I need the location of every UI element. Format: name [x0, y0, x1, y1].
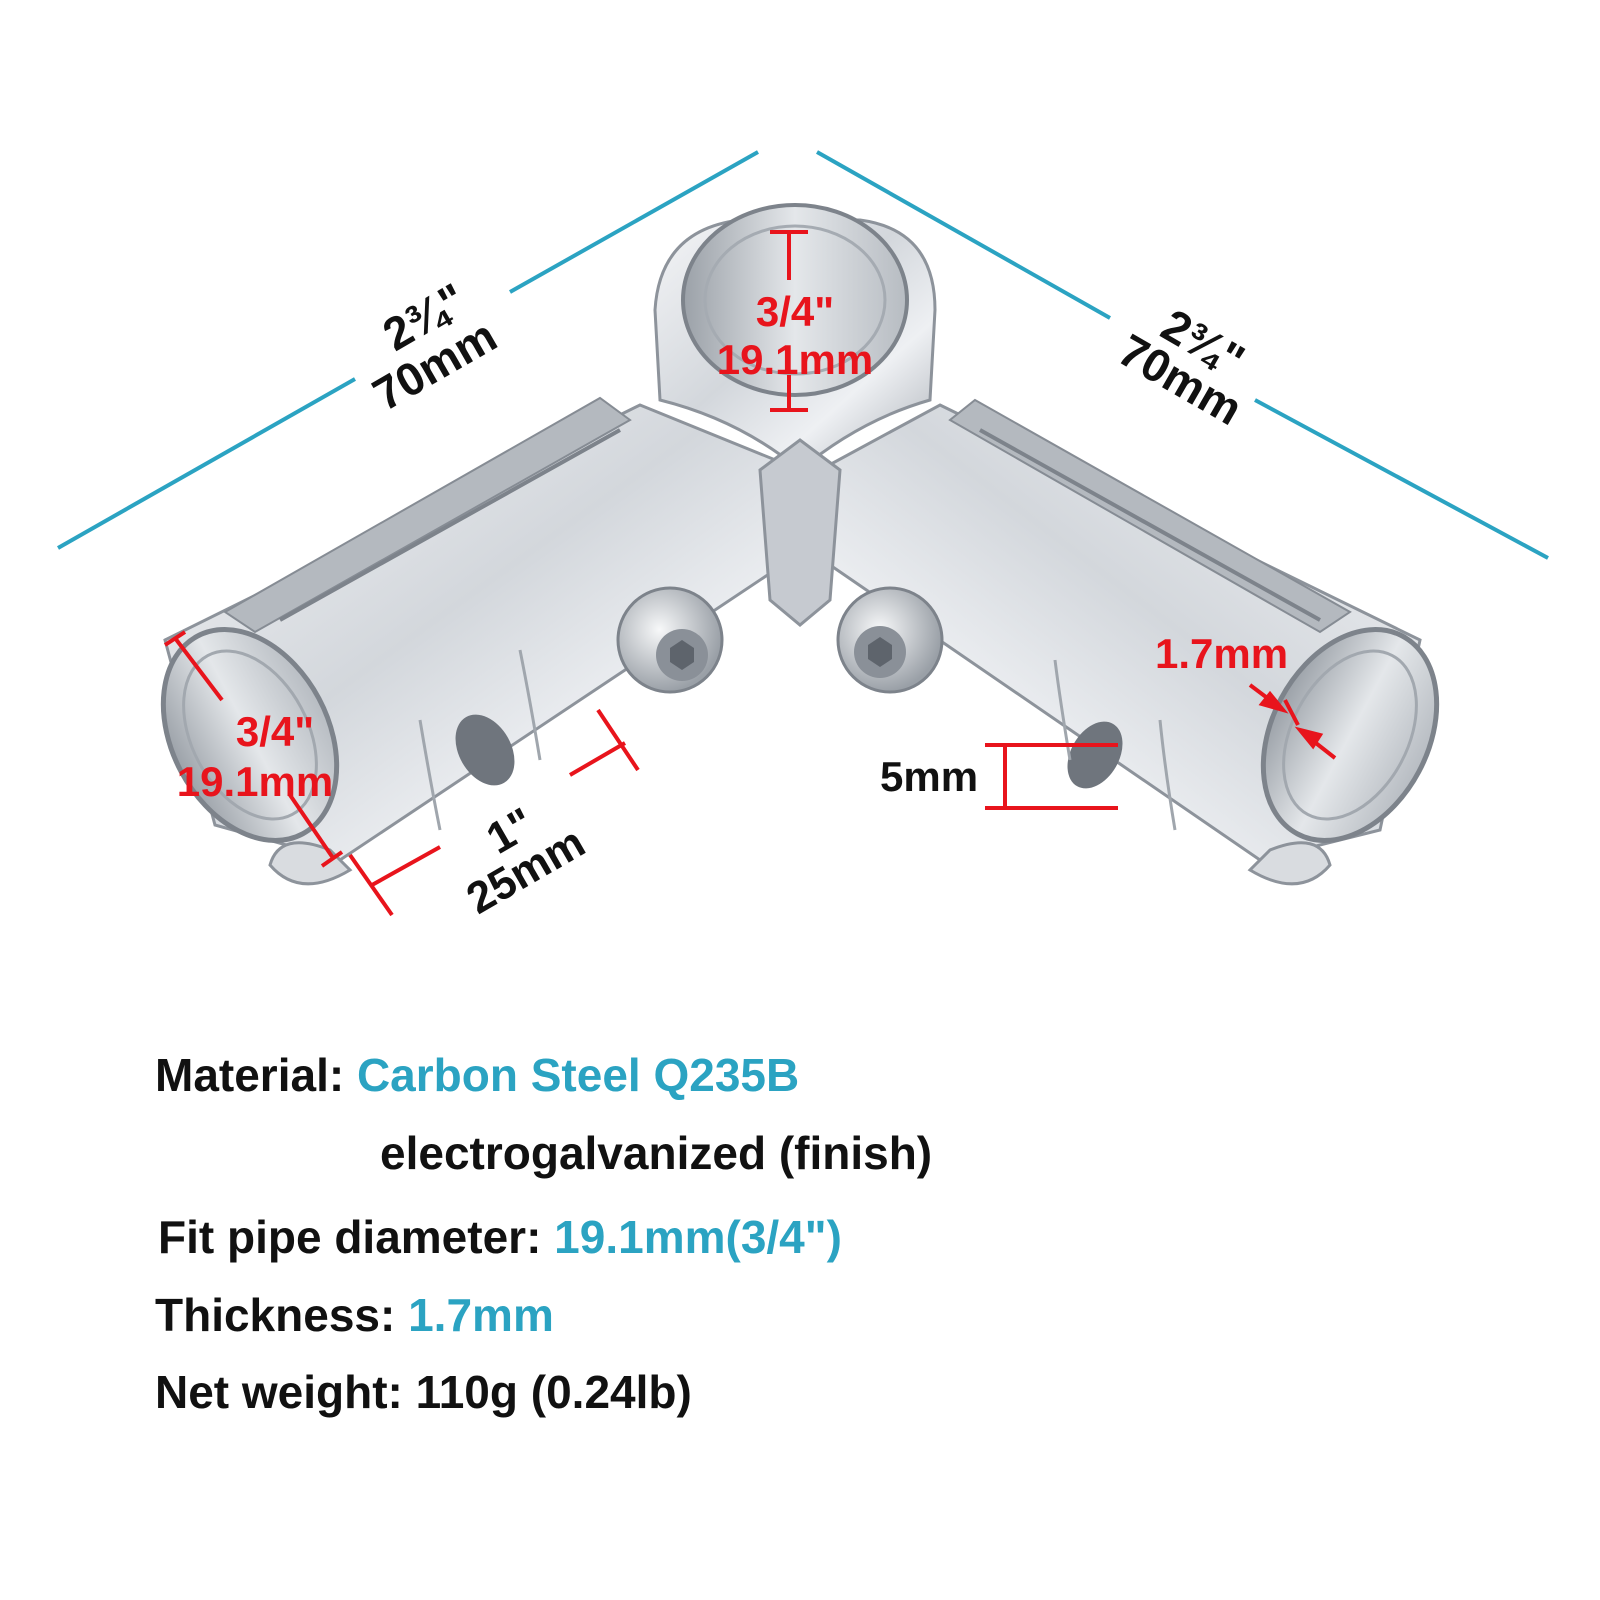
thickness-value: 1.7mm [408, 1289, 554, 1341]
material-row: Material: Carbon Steel Q235B [155, 1048, 799, 1102]
thickness-label: Thickness: [155, 1289, 396, 1341]
left-length-line [57, 150, 759, 550]
top-diameter-inch: 3/4" [756, 288, 834, 335]
material-value: Carbon Steel Q235B [356, 1049, 800, 1101]
right-end-opening [1260, 627, 1440, 843]
weight-row: Net weight: 110g (0.24lb) [155, 1365, 692, 1419]
left-pin-hole [455, 714, 515, 786]
right-pin-hole [1067, 721, 1123, 789]
center-web [758, 438, 842, 627]
slot-gap-label: 5mm [880, 753, 978, 800]
right-bolt [836, 586, 944, 694]
diameter-value: 19.1mm(3/4") [554, 1211, 842, 1263]
weight-value: 110g (0.24lb) [415, 1366, 692, 1418]
slot-gap-marker [985, 743, 1118, 810]
left-arm-flange [223, 396, 632, 634]
left-diameter-inch: 3/4" [236, 708, 314, 755]
right-arm-flange [948, 398, 1352, 634]
wall-thickness-label: 1.7mm [1155, 630, 1288, 677]
finish-value: electrogalvanized (finish) [380, 1127, 933, 1179]
top-diameter-marker [770, 230, 808, 412]
finish-row: electrogalvanized (finish) [380, 1126, 932, 1180]
right-length-line [816, 150, 1549, 560]
product-diagram: 2¾" 70mm 2¾" 70mm 3/4" 19.1mm 3/4" 19.1m… [57, 150, 1549, 924]
insert-depth-marker [348, 708, 640, 917]
left-diameter-mm: 19.1mm [177, 758, 333, 805]
wall-thickness-marker [1248, 683, 1337, 760]
diameter-row: Fit pipe diameter: 19.1mm(3/4") [158, 1210, 842, 1264]
right-tab [1247, 841, 1332, 886]
left-bolt [616, 586, 724, 694]
top-socket-opening [681, 203, 909, 397]
corner-connector [160, 203, 1440, 886]
material-label: Material: [155, 1049, 345, 1101]
top-diameter-mm: 19.1mm [717, 336, 873, 383]
weight-label: Net weight: [155, 1366, 403, 1418]
diameter-label: Fit pipe diameter: [158, 1211, 542, 1263]
thickness-row: Thickness: 1.7mm [155, 1288, 554, 1342]
left-diameter-marker [163, 630, 344, 868]
